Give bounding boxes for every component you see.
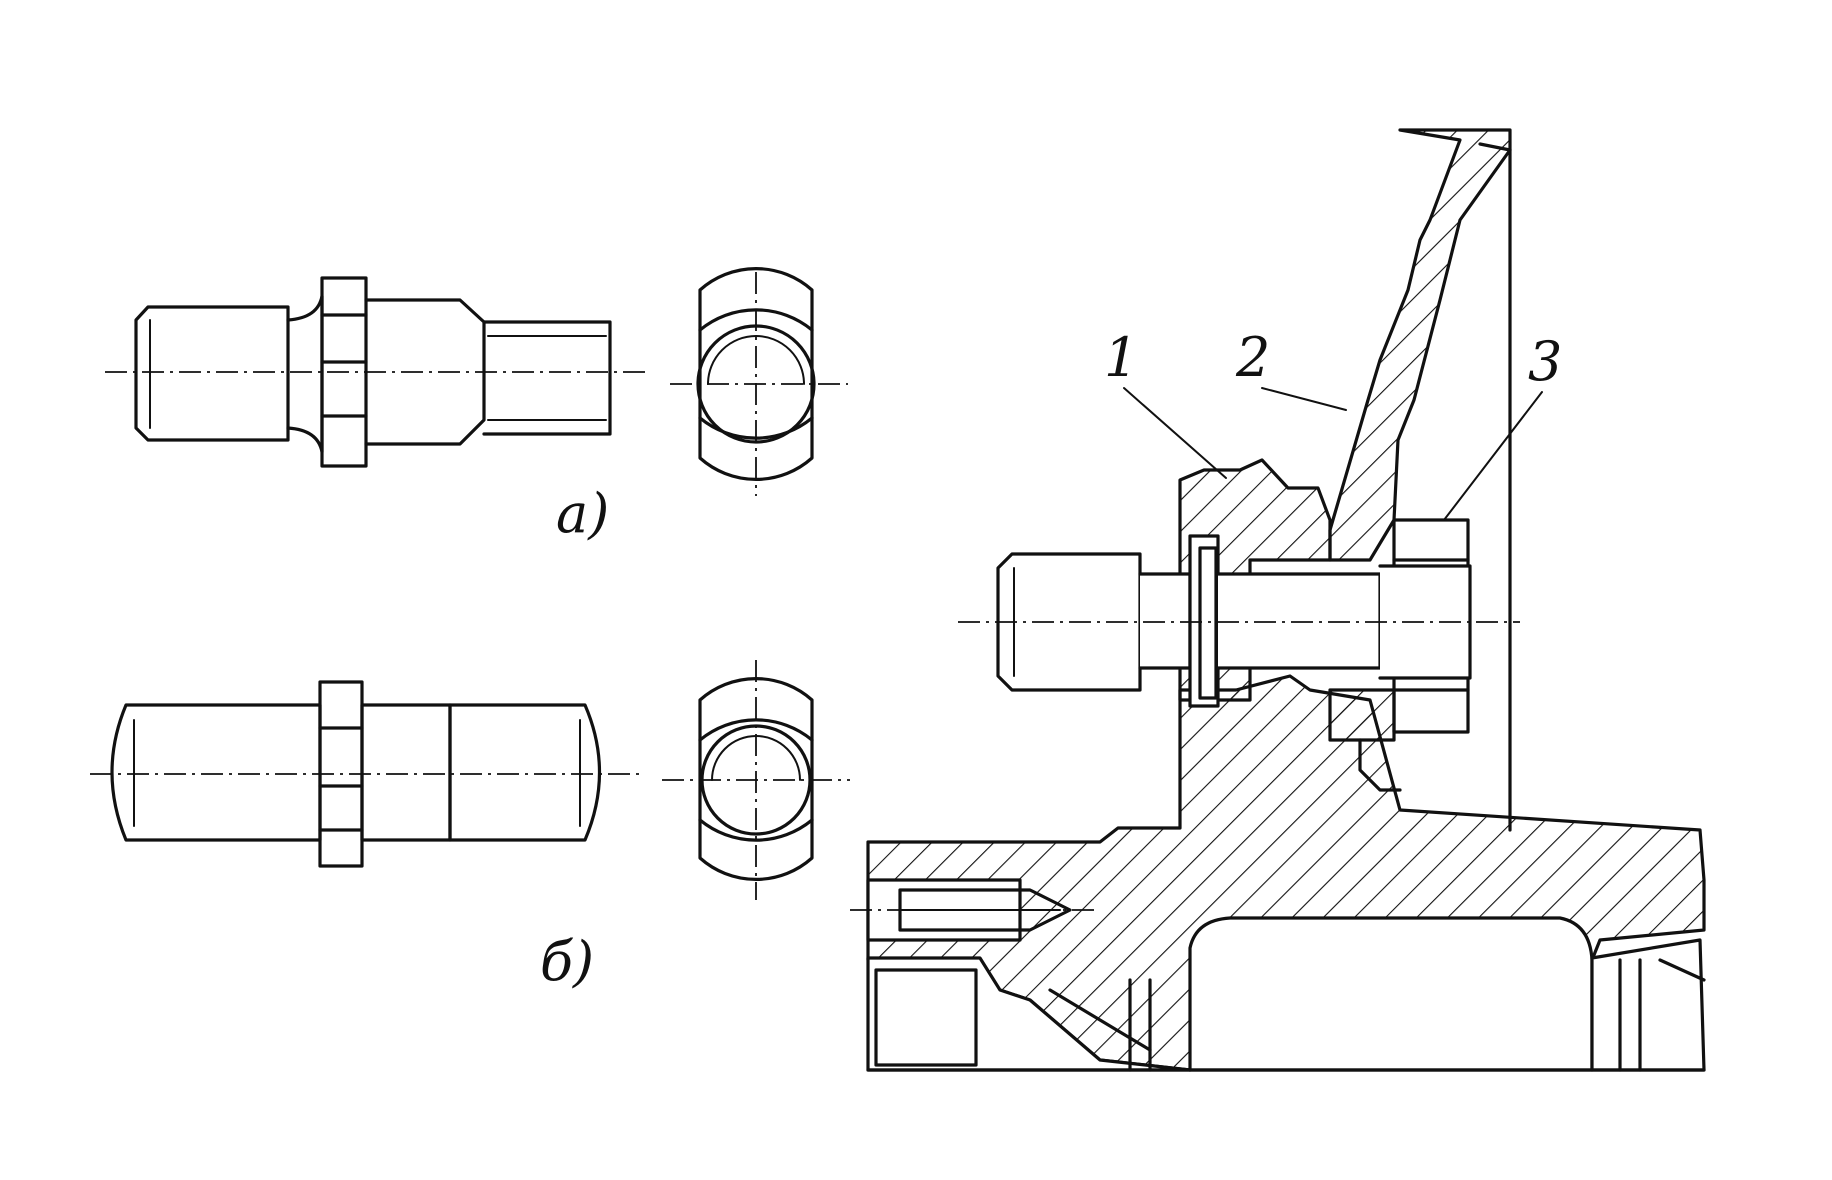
callout-2-leader	[1261, 387, 1347, 411]
view-b-caption: б)	[540, 930, 594, 993]
part-2-lever	[1328, 128, 1512, 562]
view-b-stud-end	[662, 660, 850, 900]
callout-3-label: 3	[1528, 330, 1562, 393]
callout-1-label: 1	[1104, 326, 1138, 389]
view-a-stud-end	[670, 267, 848, 496]
base-cavity	[1188, 916, 1594, 1072]
callout-2-label: 2	[1235, 326, 1270, 389]
callout-3-leader	[1443, 391, 1543, 521]
callout-1-leader	[1123, 387, 1227, 479]
view-a-caption: а)	[556, 482, 609, 545]
view-a-stud-side	[105, 276, 650, 468]
assembly-section	[850, 128, 1706, 1072]
view-b-stud-side	[90, 680, 640, 868]
